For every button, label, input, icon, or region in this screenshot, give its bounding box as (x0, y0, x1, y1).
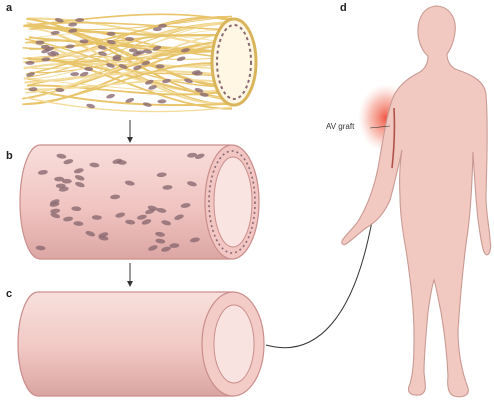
cell-mark (65, 44, 74, 49)
cell-mark (176, 56, 186, 62)
av-graft-label: AV graft (326, 122, 354, 131)
cell-mark (157, 99, 166, 103)
cell-mark (35, 41, 44, 45)
panel-a-scaffold (22, 14, 256, 111)
cell-mark (106, 93, 116, 99)
cell-mark (70, 72, 79, 76)
panel-label-b: b (6, 150, 13, 162)
scaffold-opening (212, 19, 256, 105)
panel-c-graft (18, 292, 264, 396)
tube-c-lumen (214, 305, 254, 383)
panel-label-c: c (6, 288, 12, 300)
panel-b-tube (20, 145, 259, 259)
panel-d-patient (342, 6, 491, 397)
cell-mark (142, 102, 152, 108)
scaffold-fibers (22, 14, 232, 111)
panel-label-a: a (6, 2, 12, 14)
panel-label-d: d (340, 2, 347, 14)
human-body (342, 6, 491, 397)
implant-arrow (266, 150, 385, 348)
cell-mark (62, 179, 72, 184)
tube-b-lumen (214, 157, 252, 247)
